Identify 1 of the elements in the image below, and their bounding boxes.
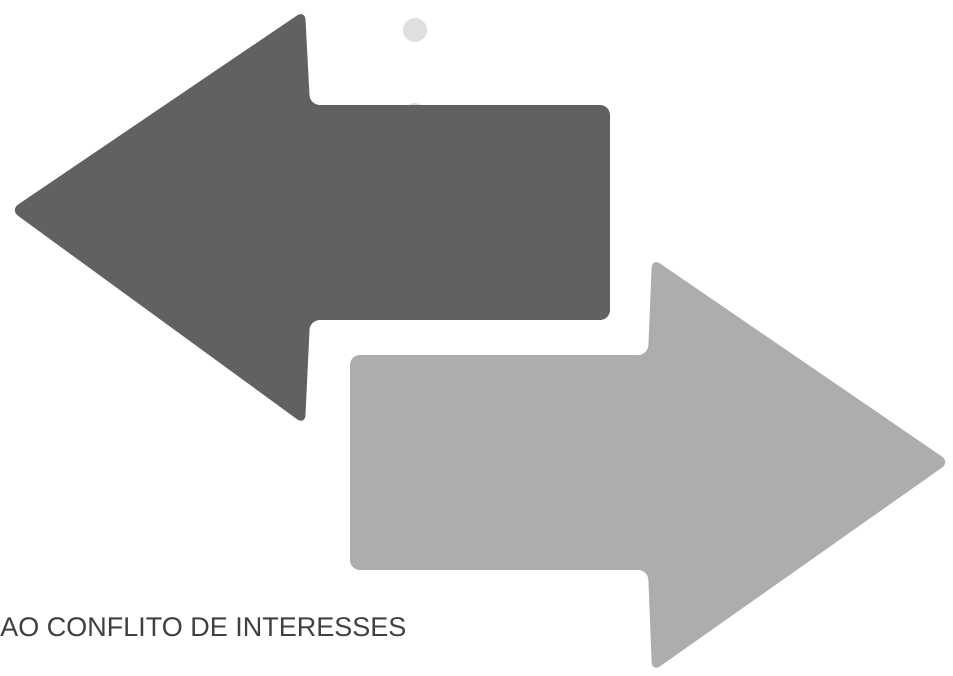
caption-text: AO CONFLITO DE INTERESSES — [0, 617, 406, 636]
